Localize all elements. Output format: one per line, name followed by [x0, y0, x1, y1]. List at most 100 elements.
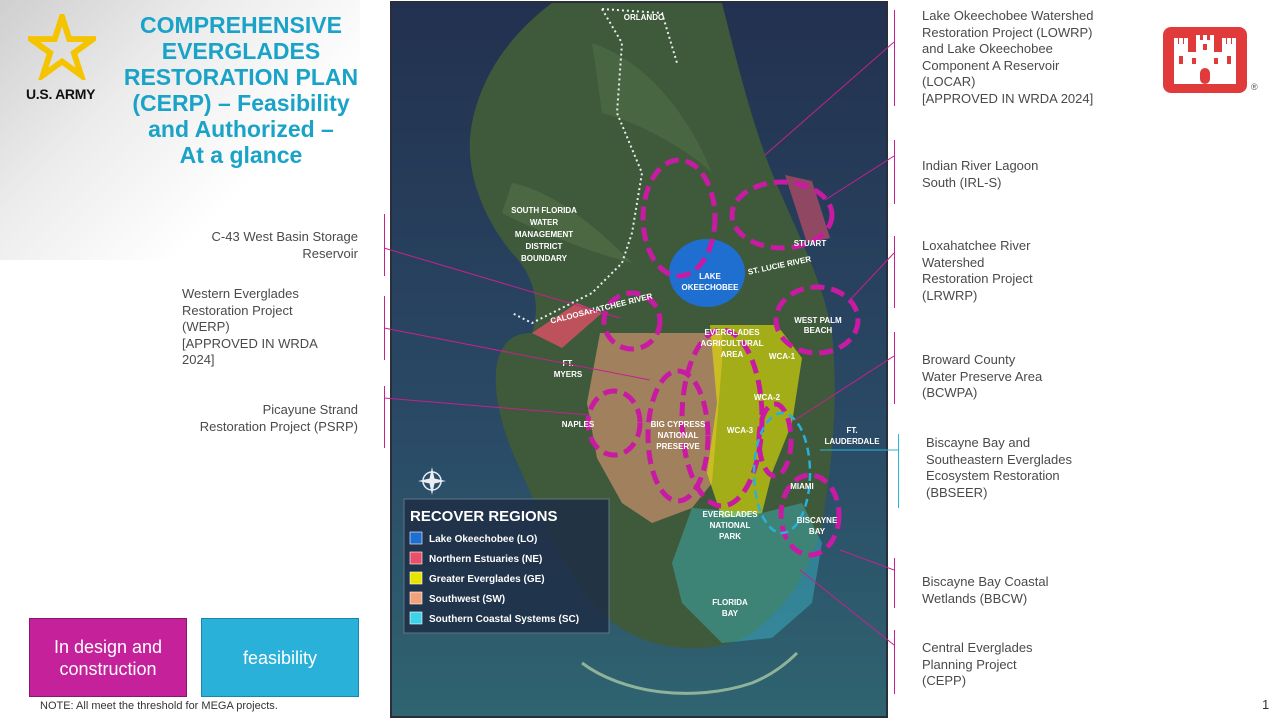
circle-irl-s: [729, 179, 835, 251]
map-label-sfwmd: MANAGEMENT: [515, 230, 573, 239]
bracket-bbseer: [898, 434, 899, 508]
map-label-west-palm: BEACH: [804, 326, 833, 335]
label-c43: C-43 West Basin Storage Reservoir: [160, 229, 358, 262]
legend-label: Lake Okeechobee (LO): [429, 534, 537, 545]
label-line: (LOCAR): [922, 74, 976, 89]
army-star-icon: [28, 14, 96, 80]
label-line: (BBSEER): [926, 484, 988, 500]
label-cepp: Central Everglades Planning Project (CEP…: [922, 640, 1122, 690]
region-southwest: [587, 333, 722, 523]
label-lrwrp: Loxahatchee River Watershed Restoration …: [922, 238, 1122, 304]
map-label-stuart: STUART: [794, 239, 827, 248]
sfwmd-boundary: [511, 8, 644, 325]
label-bbseer: Biscayne Bay and Southeastern Everglades…: [926, 435, 1126, 501]
bracket-lowrp: [894, 10, 895, 106]
circle-lrwrp: [773, 284, 861, 356]
label-line: [APPROVED IN WRDA 2024]: [922, 90, 1094, 106]
bracket-irls: [894, 140, 895, 204]
project-circles: [585, 157, 861, 558]
label-line: Watershed: [922, 254, 985, 270]
legend-title: RECOVER REGIONS: [410, 508, 558, 525]
map-label-biscayne: BISCAYNE: [797, 516, 838, 525]
label-line: Biscayne Bay Coastal: [922, 574, 1049, 589]
label-line: Southeastern Everglades: [926, 451, 1072, 467]
corner-gradient: [0, 0, 360, 260]
map-label-wca3: WCA-3: [727, 426, 754, 435]
map-label-big-cypress: NATIONAL: [658, 431, 699, 440]
label-line: [APPROVED IN WRDA: [182, 335, 318, 351]
label-line: and Lake Okeechobee: [922, 41, 1053, 56]
map-label-ft-myers: FT.: [562, 359, 573, 368]
region-lake-okeechobee: [669, 239, 745, 307]
registered-mark: ®: [1251, 82, 1258, 92]
label-line: Water Preserve Area: [922, 368, 1043, 384]
map-label-enp: NATIONAL: [710, 521, 751, 530]
footnote: NOTE: All meet the threshold for MEGA pr…: [40, 700, 278, 712]
title-line: COMPREHENSIVE: [140, 12, 342, 38]
label-line: (WERP): [182, 319, 230, 334]
usace-castle-logo: [1163, 27, 1247, 93]
legend-label: Northern Estuaries (NE): [429, 554, 542, 565]
map-label-biscayne: BAY: [809, 527, 826, 536]
map-label-naples: NAPLES: [562, 420, 595, 429]
label-line: Loxahatchee River: [922, 238, 1031, 253]
label-line: C-43 West Basin Storage: [211, 229, 358, 244]
status-design-construction: In design and construction: [29, 618, 187, 697]
bracket-bcwpa: [894, 332, 895, 404]
compass-icon: [418, 467, 446, 495]
legend-swatch: [409, 571, 423, 585]
bracket-c43: [384, 214, 385, 276]
map-label-sfwmd: WATER: [530, 218, 559, 227]
map-label-sfwmd: BOUNDARY: [521, 254, 568, 263]
map-label-florida-bay: FLORIDA: [712, 598, 748, 607]
map-label-lake: OKEECHOBEE: [682, 283, 740, 292]
label-line: (BCWPA): [922, 385, 978, 400]
label-line: Ecosystem Restoration: [926, 468, 1060, 483]
everglades-map: ORLANDO SOUTH FLORIDA WATER MANAGEMENT D…: [390, 1, 888, 718]
land-texture: [502, 183, 632, 263]
region-greater-everglades: [707, 325, 802, 518]
title-line: EVERGLADES: [161, 38, 321, 64]
legend-swatch: [409, 591, 423, 605]
land-texture: [592, 43, 712, 173]
map-label-wca2: WCA-2: [754, 393, 781, 402]
label-line: Planning Project: [922, 656, 1017, 672]
map-label-sfwmd: DISTRICT: [526, 242, 563, 251]
map-label-ft-lauderdale: FT.: [846, 426, 857, 435]
legend-swatch: [409, 551, 423, 565]
army-logo-text: U.S. ARMY: [26, 86, 96, 102]
map-label-florida-bay: BAY: [722, 609, 739, 618]
label-line: Restoration Project (PSRP): [199, 418, 358, 434]
label-lowrp: Lake Okeechobee Watershed Restoration Pr…: [922, 8, 1152, 107]
label-line: 2024]: [182, 352, 215, 367]
label-line: Indian River Lagoon: [922, 158, 1039, 173]
label-line: Wetlands (BBCW): [922, 590, 1028, 606]
label-line: South (IRL-S): [922, 174, 1002, 190]
label-irls: Indian River Lagoon South (IRL-S): [922, 158, 1122, 191]
map-canvas: ORLANDO SOUTH FLORIDA WATER MANAGEMENT D…: [392, 3, 886, 716]
map-label-big-cypress: PRESERVE: [656, 442, 700, 451]
map-label-sfwmd: SOUTH FLORIDA: [511, 206, 577, 215]
legend-label: Southern Coastal Systems (SC): [429, 614, 579, 625]
page-number: 1: [1262, 697, 1270, 712]
label-line: Restoration Project (LOWRP): [922, 24, 1093, 40]
status-design-label: In design and construction: [53, 636, 163, 679]
title-line: (CERP) – Feasibility: [132, 90, 350, 116]
recover-legend: RECOVER REGIONS Lake Okeechobee (LO) Nor…: [403, 498, 610, 634]
map-label-eaa: AGRICULTURAL: [701, 339, 764, 348]
label-psrp: Picayune Strand Restoration Project (PSR…: [160, 402, 358, 435]
label-line: (CEPP): [922, 673, 967, 688]
bracket-cepp: [894, 630, 895, 694]
region-northern-estuaries: [785, 175, 830, 243]
slide-title: COMPREHENSIVE EVERGLADES RESTORATION PLA…: [110, 12, 372, 168]
map-label-enp: EVERGLADES: [702, 510, 758, 519]
legend-label: Southwest (SW): [429, 594, 505, 605]
bracket-werp: [384, 296, 385, 360]
bracket-psrp: [384, 386, 385, 448]
status-feasibility-label: feasibility: [242, 647, 318, 668]
label-line: Western Everglades: [182, 286, 299, 301]
label-line: Reservoir: [302, 245, 358, 261]
label-werp: Western Everglades Restoration Project (…: [182, 286, 362, 369]
label-line: Central Everglades: [922, 640, 1033, 655]
label-line: Lake Okeechobee Watershed: [922, 8, 1094, 23]
